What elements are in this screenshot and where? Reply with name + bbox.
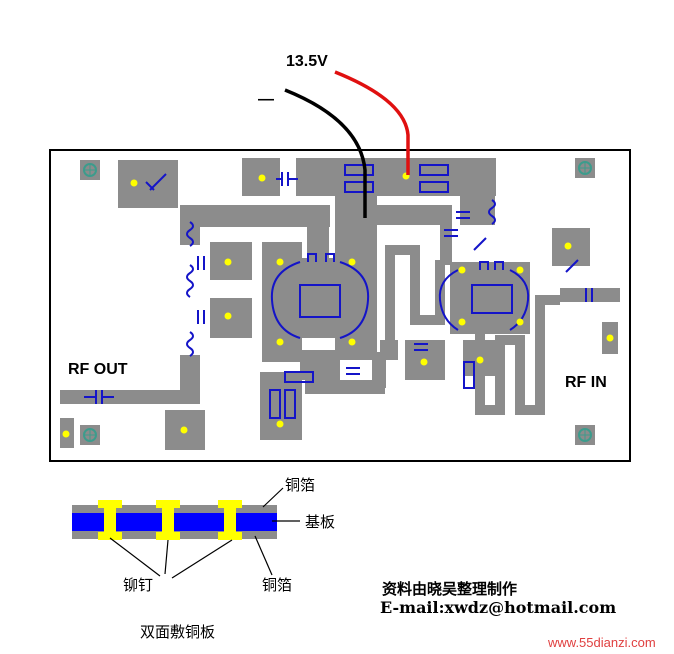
vias	[62, 172, 614, 438]
copper-bottom-label: 铜箔	[262, 576, 292, 594]
email-text: E-mail:xwdz@hotmail.com	[380, 598, 616, 617]
resistor-icon	[344, 181, 374, 193]
capacitor-icon	[444, 229, 458, 237]
resistor-icon	[344, 164, 374, 176]
inductor-icon	[186, 331, 194, 357]
capacitor-icon	[585, 288, 593, 302]
resistor-icon	[419, 164, 449, 176]
resistor-icon	[284, 371, 314, 383]
board-type-label: 双面敷铜板	[140, 623, 215, 641]
transistor-icon	[270, 253, 530, 339]
inductor-icon	[488, 199, 496, 225]
resistor-icon	[284, 389, 296, 419]
capacitor-icon	[145, 173, 167, 191]
capacitor-icon	[276, 172, 298, 186]
capacitor-icon	[414, 343, 428, 351]
rivet-label: 铆钉	[123, 576, 153, 594]
substrate-label: 基板	[305, 513, 335, 531]
capacitor-icon	[565, 259, 579, 273]
meander-traces	[385, 245, 560, 415]
minus-label: —	[258, 91, 274, 108]
capacitor-icon	[197, 310, 205, 324]
cross-section	[72, 487, 300, 579]
rf-out-label: RF OUT	[68, 361, 128, 378]
resistor-icon	[419, 181, 449, 193]
substrate-layer	[72, 513, 277, 531]
inductor-icon	[186, 221, 194, 247]
resistor-icon	[269, 389, 281, 419]
copper-top-label: 铜箔	[285, 476, 315, 494]
watermark: www.55dianzi.com	[547, 635, 656, 650]
negative-wire	[284, 88, 367, 218]
capacitor-icon	[84, 390, 114, 404]
capacitor-icon	[197, 256, 205, 270]
positive-wire	[334, 70, 410, 175]
component-symbols	[84, 164, 593, 419]
rf-in-label: RF IN	[565, 374, 607, 391]
capacitor-icon	[473, 237, 487, 251]
voltage-label: 13.5V	[286, 53, 328, 70]
resistor-icon	[463, 361, 475, 389]
copper-layer	[60, 158, 620, 450]
credit-text: 资料由晓吴整理制作	[382, 580, 517, 598]
rivet-icon	[98, 500, 242, 540]
capacitor-icon	[456, 211, 470, 219]
mount-hole-icon	[80, 158, 595, 445]
capacitor-icon	[346, 367, 360, 375]
inductor-icon	[186, 264, 194, 298]
